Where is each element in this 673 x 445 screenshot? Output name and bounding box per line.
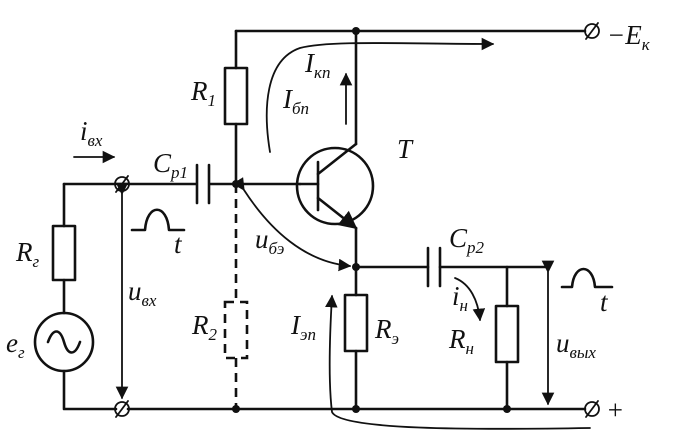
label-time-out: t bbox=[600, 287, 609, 317]
svg-text:−Eк: −Eк bbox=[607, 20, 651, 54]
svg-text:Iкп: Iкп bbox=[304, 48, 330, 82]
svg-text:Iэп: Iэп bbox=[290, 310, 316, 344]
label-iep: I bbox=[290, 310, 302, 340]
resistor-re bbox=[343, 293, 369, 353]
svg-text:Cр2: Cр2 bbox=[449, 223, 485, 257]
in-current-arrow bbox=[454, 277, 486, 322]
resistor-rn bbox=[494, 304, 520, 364]
iep-current-arrow bbox=[325, 294, 591, 430]
supply-terminal bbox=[584, 23, 600, 39]
label-ek-sub: к bbox=[642, 35, 651, 54]
svg-text:uвх: uвх bbox=[128, 276, 157, 310]
resistor-r1 bbox=[223, 66, 249, 126]
svg-text:R1: R1 bbox=[190, 76, 216, 110]
label-ek: −E bbox=[607, 20, 642, 50]
resistor-rg bbox=[51, 224, 77, 282]
sine-icon bbox=[46, 330, 82, 354]
label-ikp: I bbox=[304, 48, 316, 78]
label-re: R bbox=[374, 314, 392, 344]
label-rn: R bbox=[448, 324, 466, 354]
label-r2: R bbox=[191, 310, 209, 340]
svg-text:iн: iн bbox=[452, 281, 468, 315]
svg-text:Rэ: Rэ bbox=[374, 314, 399, 348]
label-uvyx: u bbox=[556, 328, 570, 358]
label-rg: R bbox=[15, 237, 33, 267]
svg-text:iвх: iвх bbox=[80, 116, 103, 150]
label-time-in: t bbox=[174, 229, 183, 259]
svg-text:Cр1: Cр1 bbox=[153, 148, 188, 182]
collector-lead bbox=[316, 142, 358, 176]
output-pulse-icon bbox=[560, 267, 614, 289]
input-terminal-bottom bbox=[114, 401, 130, 417]
input-pulse-icon bbox=[130, 208, 186, 232]
generator-eg bbox=[33, 311, 95, 373]
label-ubeh: u bbox=[255, 224, 269, 254]
svg-text:Rн: Rн bbox=[448, 324, 474, 358]
output-terminal bbox=[584, 401, 600, 417]
capacitor-cp2 bbox=[426, 246, 442, 288]
label-uvx: u bbox=[128, 276, 142, 306]
svg-text:Rг: Rг bbox=[15, 237, 40, 271]
svg-text:eг: eг bbox=[6, 328, 25, 362]
label-ibp: I bbox=[282, 84, 294, 114]
label-ivx: i bbox=[80, 116, 88, 146]
svg-text:uвых: uвых bbox=[556, 328, 596, 362]
label-in: i bbox=[452, 281, 460, 311]
svg-text:uбэ: uбэ bbox=[255, 224, 284, 258]
svg-text:Iбп: Iбп bbox=[282, 84, 309, 118]
label-plus: + bbox=[606, 395, 624, 425]
label-eg: e bbox=[6, 328, 18, 358]
capacitor-cp1 bbox=[195, 163, 211, 205]
resistor-r2 bbox=[223, 300, 249, 360]
ube-arrow bbox=[232, 177, 352, 272]
label-r1: R bbox=[190, 76, 208, 106]
label-cp1: C bbox=[153, 148, 172, 178]
rg-wire bbox=[62, 182, 587, 411]
label-t: T bbox=[397, 134, 414, 164]
svg-text:R2: R2 bbox=[191, 310, 218, 344]
label-cp2: C bbox=[449, 223, 468, 253]
ibp-current-arrow bbox=[265, 37, 495, 153]
